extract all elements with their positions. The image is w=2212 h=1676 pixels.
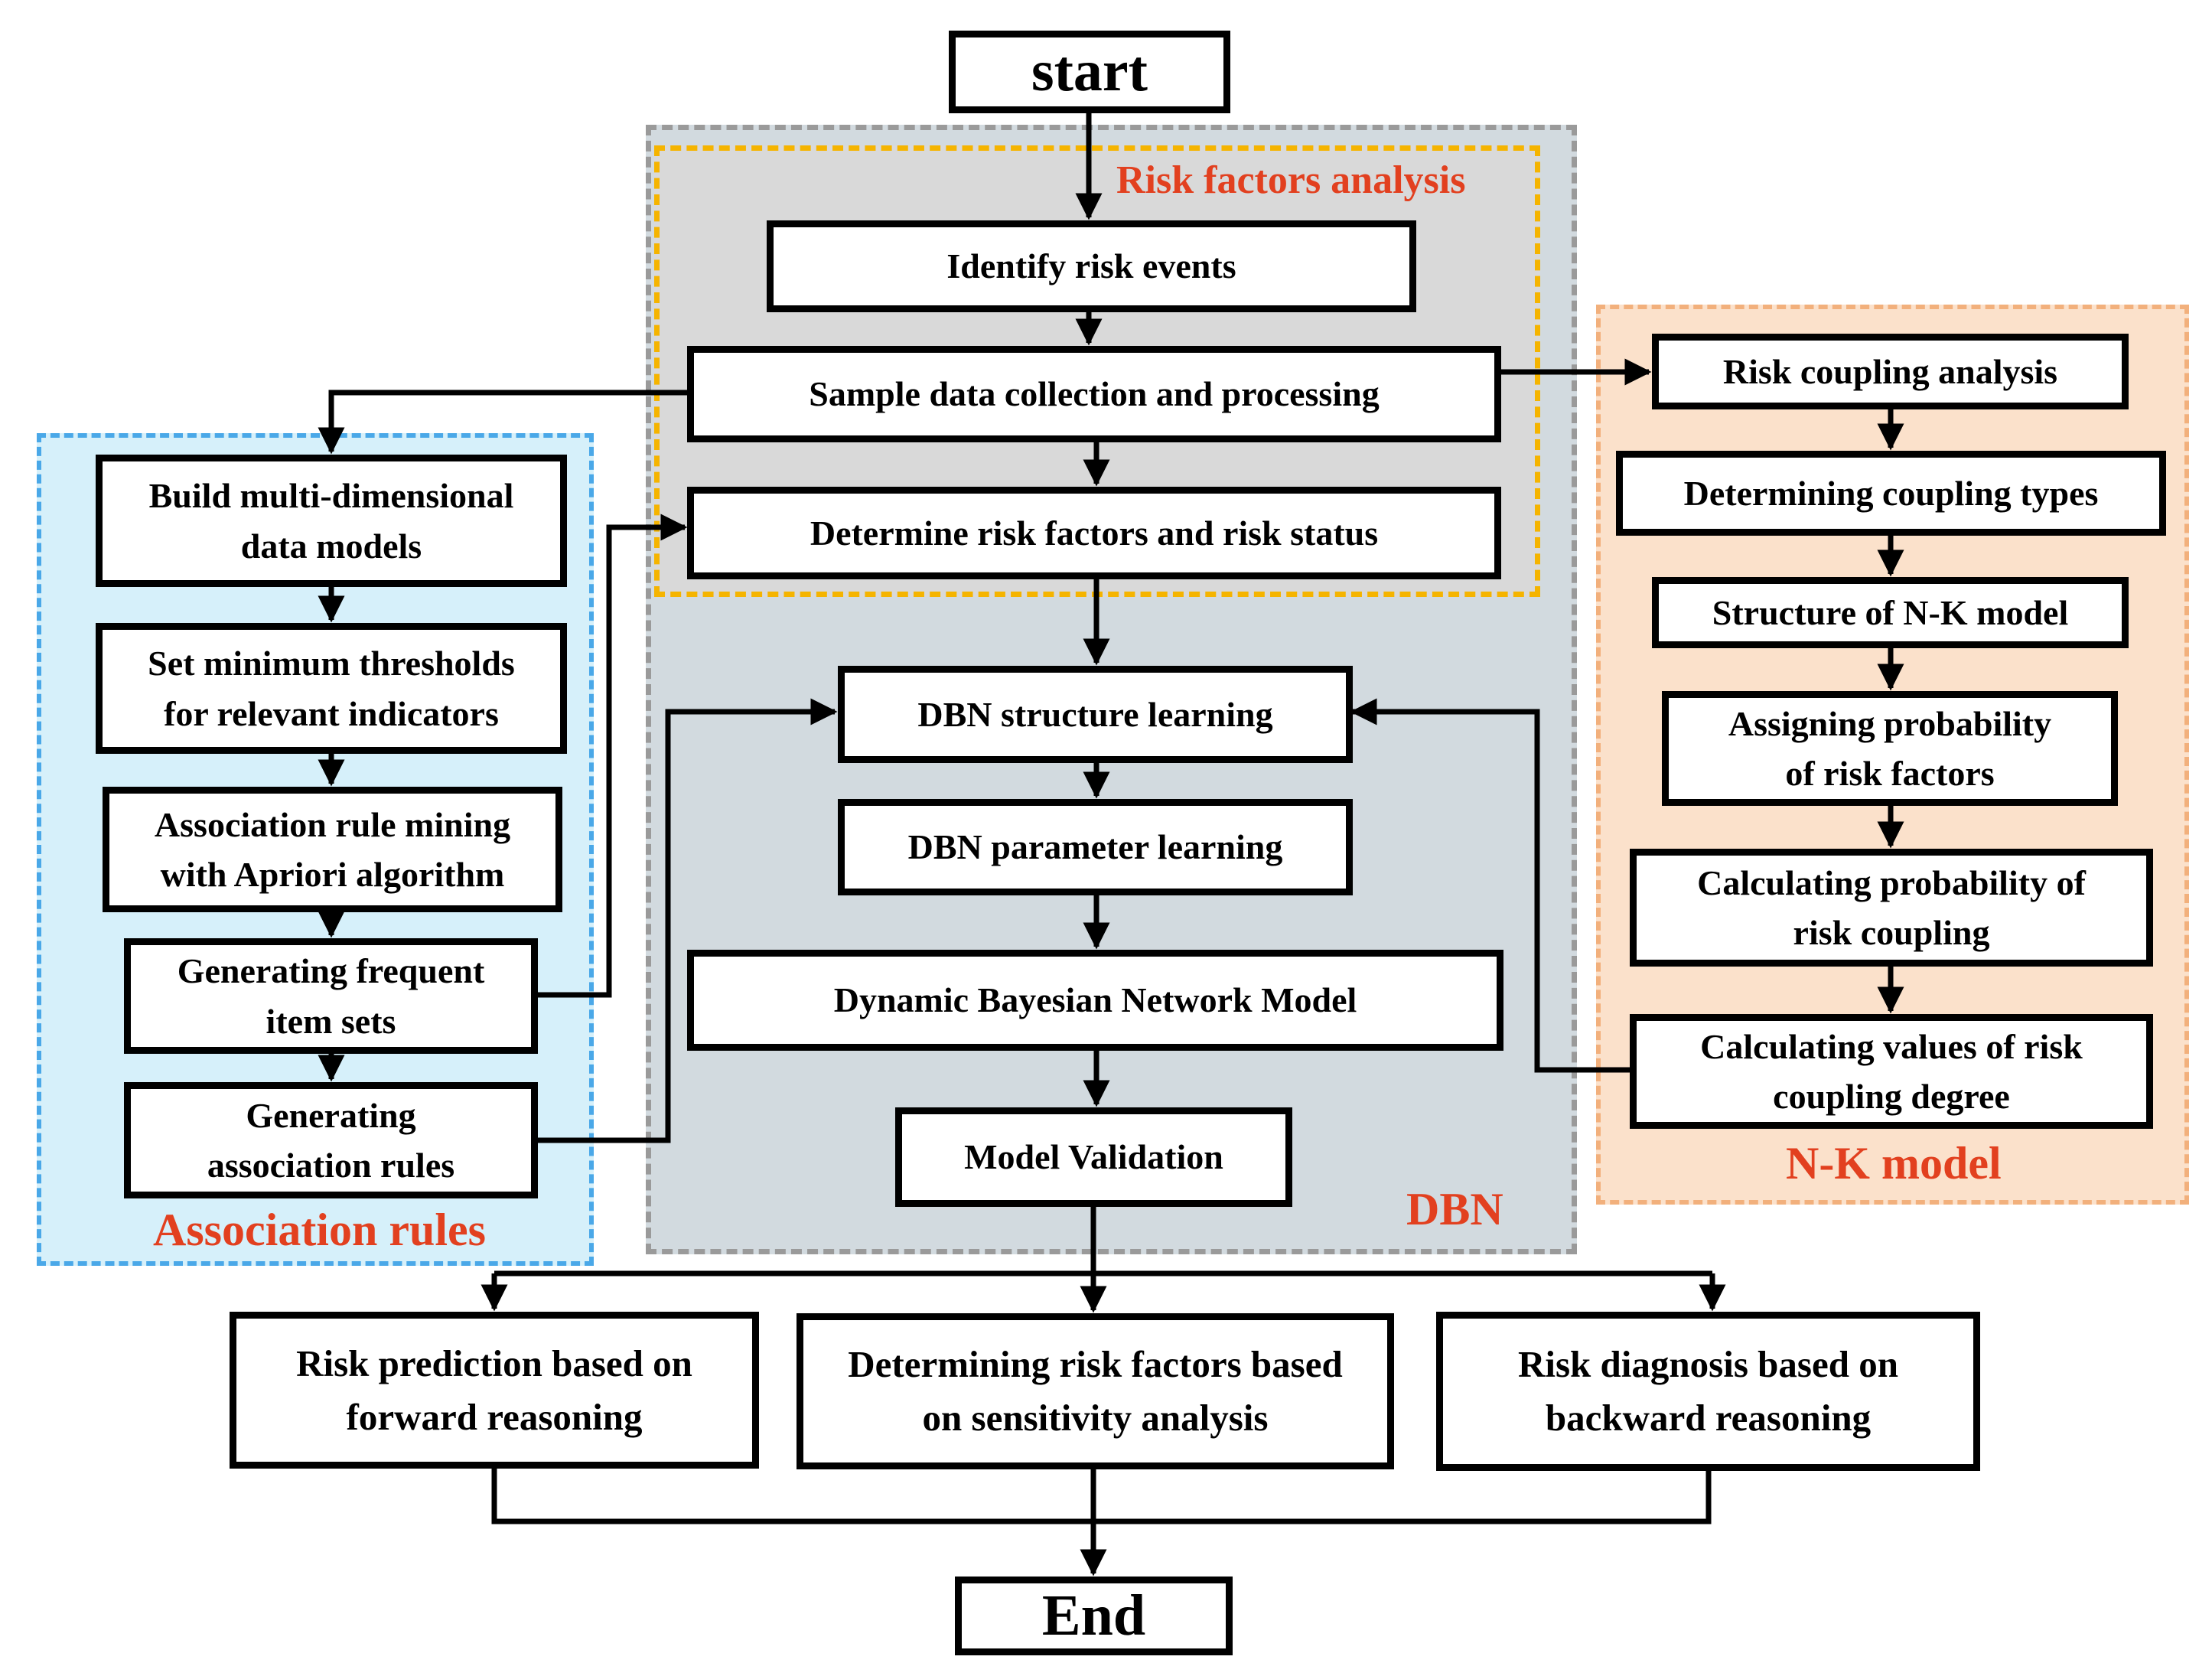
frequent-item-sets-box: Generating frequent item sets — [124, 938, 538, 1054]
calc-probability-box: Calculating probability of risk coupling — [1630, 849, 2153, 967]
calc-coupling-degree-box: Calculating values of risk coupling degr… — [1630, 1014, 2153, 1129]
merge-line — [491, 1469, 1712, 1524]
coupling-types-box: Determining coupling types — [1616, 451, 2166, 536]
risk-diagnosis-box: Risk diagnosis based on backward reasoni… — [1436, 1312, 1980, 1471]
arrow-sample-to-build — [318, 390, 687, 455]
model-validation-box: Model Validation — [895, 1107, 1292, 1207]
dbn-parameter-learning-box: DBN parameter learning — [838, 799, 1353, 895]
set-thresholds-box: Set minimum thresholds for relevant indi… — [96, 623, 567, 754]
identify-risk-events-box: Identify risk events — [767, 220, 1416, 312]
dbn-model-box: Dynamic Bayesian Network Model — [687, 950, 1503, 1051]
association-rules-label: Association rules — [153, 1205, 486, 1255]
build-data-models-box: Build multi-dimensional data models — [96, 455, 567, 587]
risk-factors-analysis-label: Risk factors analysis — [1116, 158, 1466, 202]
risk-prediction-box: Risk prediction based on forward reasoni… — [230, 1312, 759, 1469]
nk-structure-box: Structure of N-K model — [1652, 577, 2129, 648]
nk-model-label: N-K model — [1786, 1138, 2002, 1189]
start-node: start — [949, 31, 1230, 113]
arrow-rules-to-structure — [538, 698, 838, 1143]
sensitivity-analysis-box: Determining risk factors based on sensit… — [797, 1313, 1394, 1469]
sample-data-box: Sample data collection and processing — [687, 346, 1501, 442]
apriori-mining-box: Association rule mining with Apriori alg… — [103, 787, 562, 912]
arrow-calcvalues-to-structure — [1350, 698, 1630, 1073]
risk-coupling-analysis-box: Risk coupling analysis — [1652, 334, 2129, 409]
end-node: End — [955, 1577, 1233, 1655]
determine-risk-factors-box: Determine risk factors and risk status — [687, 487, 1501, 579]
dbn-structure-learning-box: DBN structure learning — [838, 666, 1353, 763]
arrow-frequent-to-determine — [538, 514, 688, 998]
dbn-label: DBN — [1406, 1184, 1503, 1234]
association-rules-box: Generating association rules — [124, 1082, 538, 1198]
assign-probability-box: Assigning probability of risk factors — [1662, 691, 2118, 806]
